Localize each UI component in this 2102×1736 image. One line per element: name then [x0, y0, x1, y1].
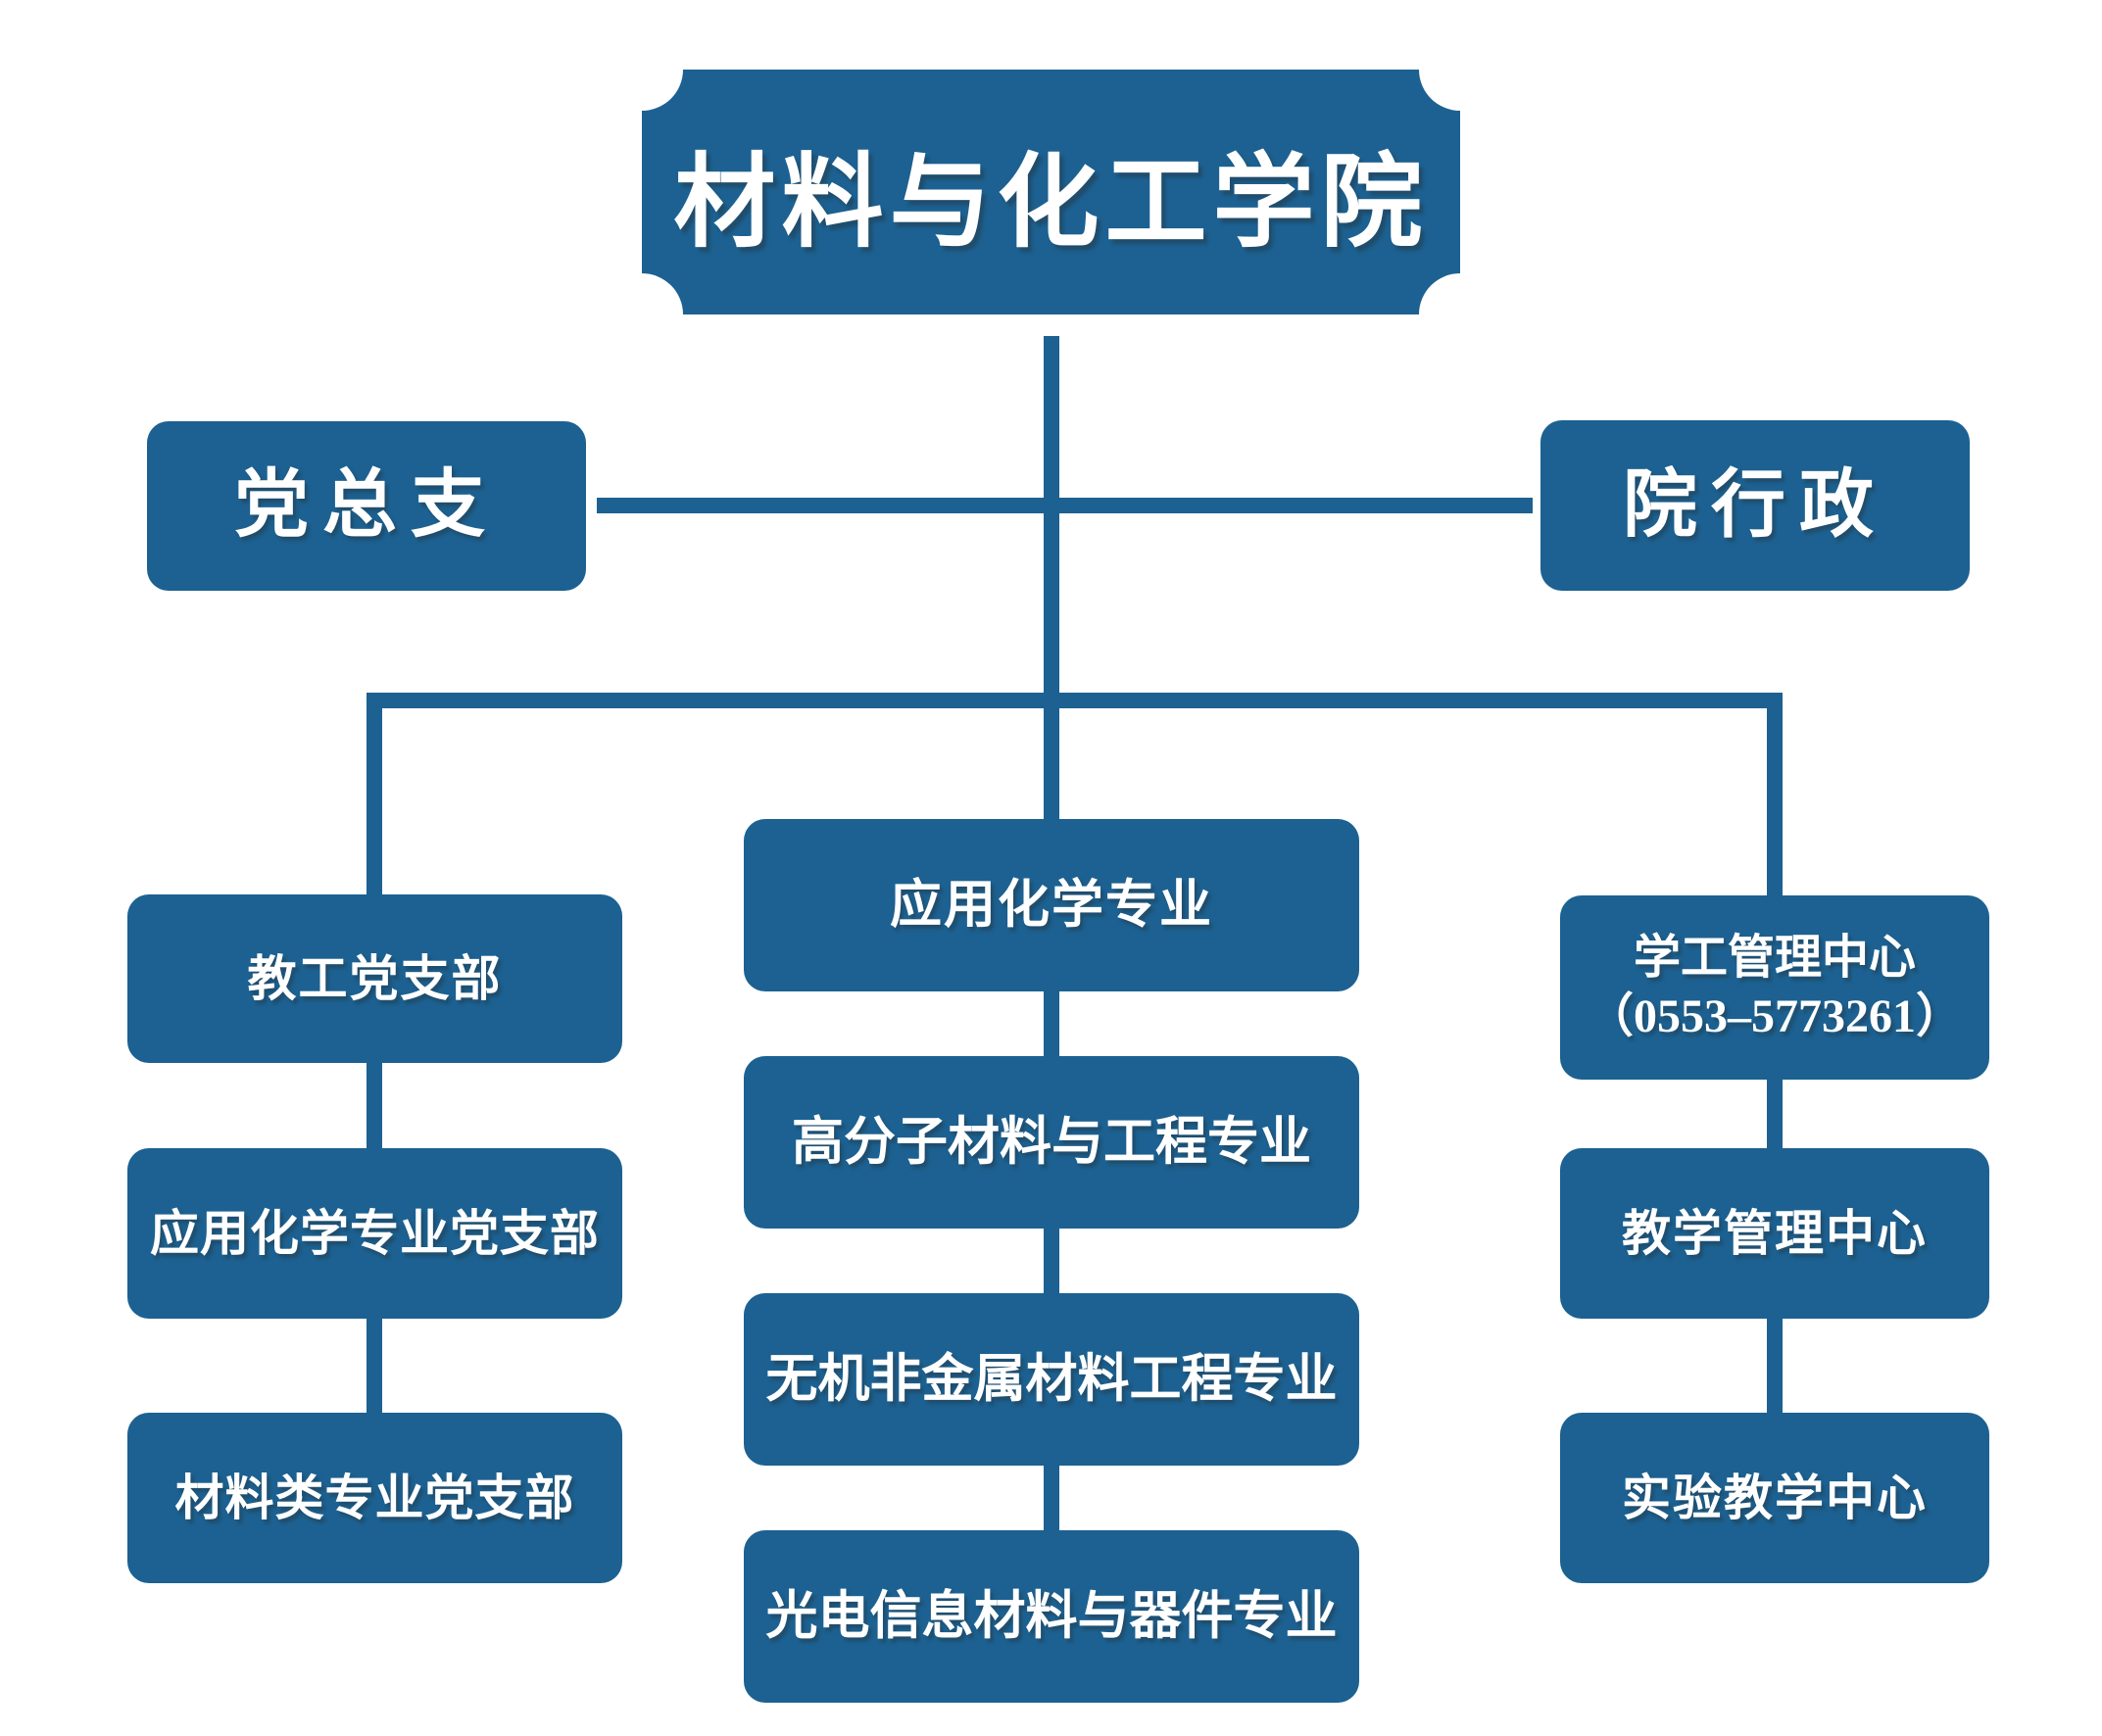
connector-right-drop: [1767, 700, 1783, 895]
box-materials-party-branch: 材料类专业党支部: [127, 1413, 622, 1583]
box-college-admin-label: 院行政: [1623, 463, 1887, 547]
connector-root-vertical: [1044, 336, 1059, 819]
connector-level1-horizontal: [597, 498, 1533, 513]
box-optoelectronic-materials-major-label: 光电信息材料与器件专业: [765, 1587, 1338, 1645]
box-applied-chemistry-major: 应用化学专业: [744, 819, 1359, 991]
box-inorganic-nonmetal-materials-major: 无机非金属材料工程专业: [744, 1293, 1359, 1466]
box-optoelectronic-materials-major: 光电信息材料与器件专业: [744, 1530, 1359, 1703]
plaque-shape: [642, 70, 1460, 314]
connector-middle-1-2: [1044, 991, 1059, 1056]
box-experimental-teaching-center: 实验教学中心: [1560, 1413, 1989, 1583]
box-student-affairs-center-label: 学工管理中心: [1633, 932, 1916, 984]
connector-left-2-3: [367, 1319, 382, 1413]
box-college-admin: 院行政: [1540, 420, 1970, 591]
connector-middle-3-4: [1044, 1466, 1059, 1530]
box-faculty-party-branch: 教工党支部: [127, 894, 622, 1063]
box-teaching-management-center-label: 教学管理中心: [1622, 1205, 1928, 1261]
root-box: 材料与化工学院: [642, 70, 1460, 314]
box-faculty-party-branch-label: 教工党支部: [247, 950, 503, 1006]
connector-distribution-horizontal: [367, 693, 1783, 708]
box-polymer-materials-major: 高分子材料与工程专业: [744, 1056, 1359, 1229]
box-applied-chemistry-party-branch-label: 应用化学专业党支部: [150, 1205, 600, 1261]
box-materials-party-branch-label: 材料类专业党支部: [174, 1470, 575, 1525]
box-student-affairs-center-phone: （0553–5773261）: [1586, 990, 1963, 1042]
connector-middle-2-3: [1044, 1229, 1059, 1293]
connector-right-2-3: [1767, 1319, 1783, 1413]
connector-left-drop: [367, 700, 382, 894]
box-party-general-branch: 党总支: [147, 421, 586, 591]
box-party-general-branch-label: 党总支: [234, 464, 499, 547]
root-title: 材料与化工学院: [673, 146, 1429, 260]
box-polymer-materials-major-label: 高分子材料与工程专业: [792, 1113, 1311, 1171]
box-teaching-management-center: 教学管理中心: [1560, 1148, 1989, 1319]
box-experimental-teaching-center-label: 实验教学中心: [1622, 1470, 1928, 1525]
connector-right-1-2: [1767, 1080, 1783, 1148]
box-student-affairs-center: 学工管理中心 （0553–5773261）: [1560, 895, 1989, 1080]
box-applied-chemistry-party-branch: 应用化学专业党支部: [127, 1148, 622, 1319]
connector-left-1-2: [367, 1063, 382, 1148]
box-applied-chemistry-major-label: 应用化学专业: [890, 876, 1213, 934]
box-inorganic-nonmetal-materials-major-label: 无机非金属材料工程专业: [765, 1350, 1338, 1408]
